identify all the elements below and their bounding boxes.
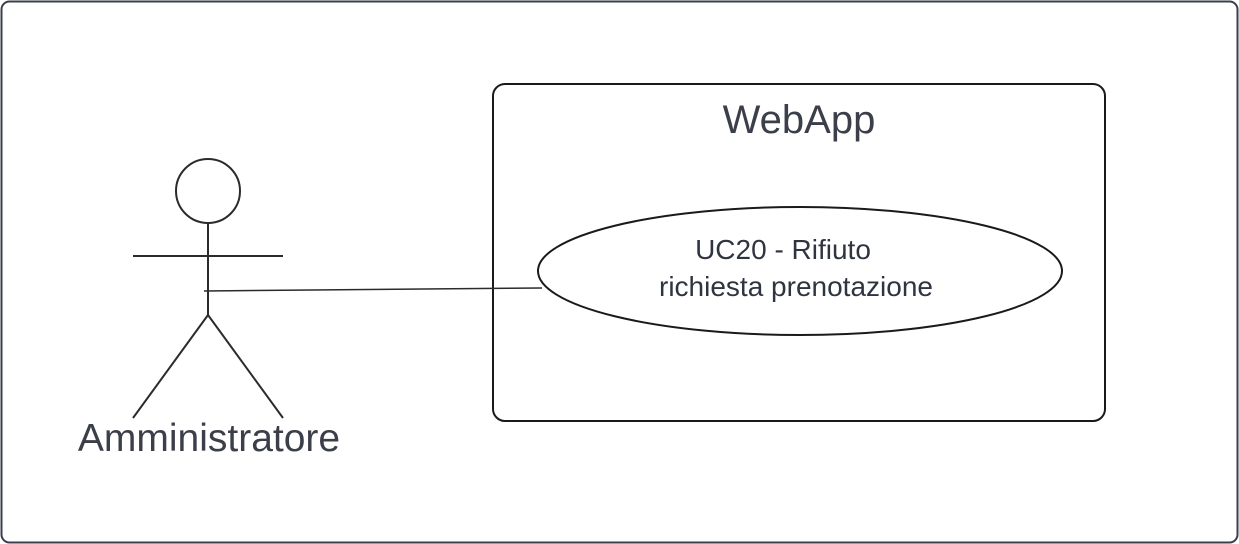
use-case-label-line1: UC20 - Rifiuto <box>695 234 871 265</box>
actor-name: Amministratore <box>78 417 340 460</box>
actor[interactable]: Amministratore <box>78 158 340 460</box>
actor-left-leg <box>132 314 209 419</box>
use-case[interactable]: UC20 - Rifiuto richiesta prenotazione <box>537 206 1063 336</box>
use-case-ellipse[interactable] <box>537 206 1063 336</box>
use-case-label-line2: richiesta prenotazione <box>659 271 933 302</box>
actor-head <box>175 158 241 224</box>
system-name: WebApp <box>723 98 876 142</box>
association-line[interactable] <box>203 287 543 292</box>
actor-right-leg <box>207 314 284 419</box>
